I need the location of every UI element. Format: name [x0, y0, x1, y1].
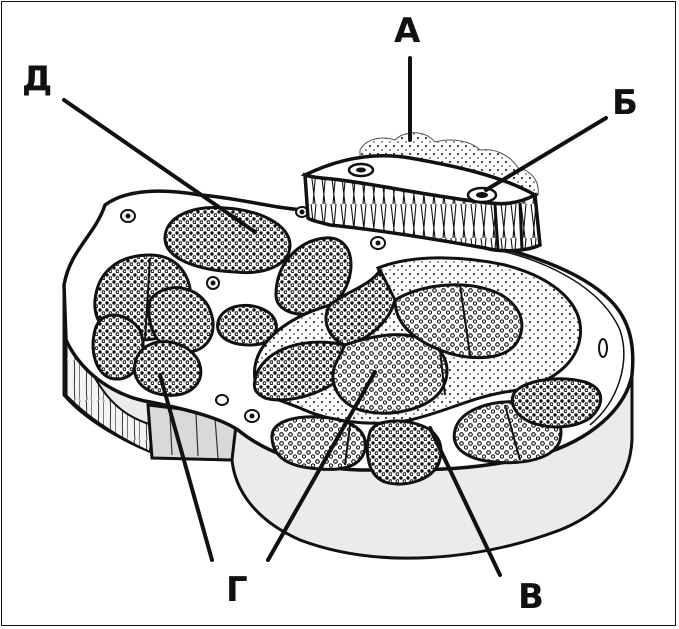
label-b: Б	[612, 86, 638, 120]
label-v: В	[518, 580, 544, 614]
label-a: А	[394, 14, 420, 48]
label-g: Г	[226, 573, 248, 607]
label-d: Д	[22, 62, 52, 96]
leader-line-b	[486, 118, 606, 190]
